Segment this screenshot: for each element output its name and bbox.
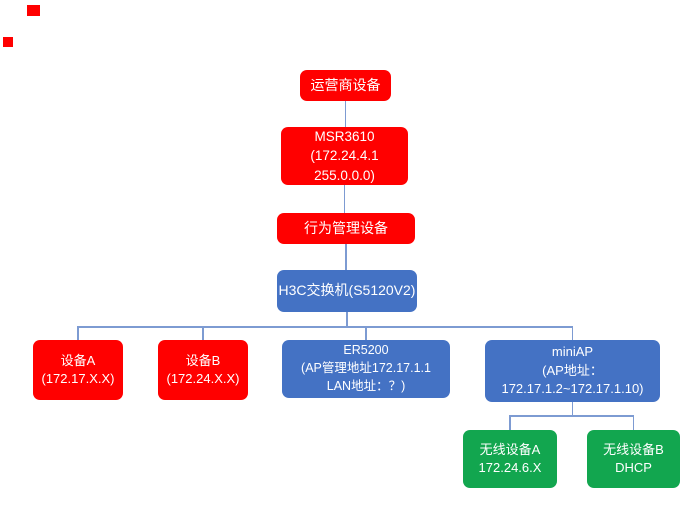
node-msr3610-label: (172.24.4.1 [310, 148, 379, 164]
connector-line [509, 415, 511, 430]
node-switch: H3C交换机(S5120V2) [277, 270, 417, 312]
node-miniap-label: miniAP [551, 344, 594, 360]
node-miniap-label: 172.17.1.2~172.17.1.10) [501, 381, 644, 397]
connector-line [571, 326, 574, 340]
connector-line [510, 415, 634, 417]
connector-line [78, 326, 573, 328]
stray-red-square [3, 37, 13, 47]
node-isp-label: 运营商设备 [310, 76, 381, 93]
node-er5200-label: (AP管理地址172.17.1.1 [301, 361, 431, 376]
node-wirelessA-label: 无线设备A [479, 441, 541, 457]
connector-line [345, 244, 347, 270]
node-msr3610: MSR3610 (172.24.4.1 255.0.0.0) [281, 127, 408, 185]
node-msr3610-label: MSR3610 [314, 129, 375, 145]
node-deviceB-label: (172.24.X.X) [166, 371, 240, 386]
node-deviceA-label: 设备A [60, 352, 96, 368]
node-deviceB: 设备B (172.24.X.X) [158, 340, 248, 400]
connector-line [202, 326, 204, 340]
node-wirelessB: 无线设备B DHCP [587, 430, 680, 488]
connector-line [344, 101, 347, 127]
node-behavior-label: 行为管理设备 [304, 219, 388, 236]
stray-red-square [27, 5, 40, 16]
node-msr3610-label: 255.0.0.0) [314, 167, 375, 183]
node-wirelessB-label: 无线设备B [603, 441, 664, 457]
node-miniap: miniAP (AP地址： 172.17.1.2~172.17.1.10) [485, 340, 660, 402]
node-switch-label: H3C交换机(S5120V2) [278, 282, 416, 299]
node-behavior: 行为管理设备 [277, 213, 415, 244]
connector-line [632, 415, 635, 430]
node-er5200-label: LAN地址：？) [326, 378, 406, 393]
node-wirelessA-label: 172.24.6.X [478, 460, 542, 475]
node-deviceB-label: 设备B [185, 352, 221, 368]
connector-line [343, 185, 346, 213]
node-er5200-label: ER5200 [343, 343, 389, 358]
node-miniap-label: (AP地址： [542, 362, 603, 378]
node-isp: 运营商设备 [300, 70, 391, 101]
connector-line [77, 326, 79, 340]
connector-line [571, 402, 574, 415]
connector-line [346, 312, 348, 326]
node-wirelessA: 无线设备A 172.24.6.X [463, 430, 557, 488]
node-deviceA: 设备A (172.17.X.X) [33, 340, 123, 400]
node-wirelessB-label: DHCP [615, 460, 652, 475]
connector-line [365, 326, 367, 340]
node-deviceA-label: (172.17.X.X) [41, 371, 115, 386]
